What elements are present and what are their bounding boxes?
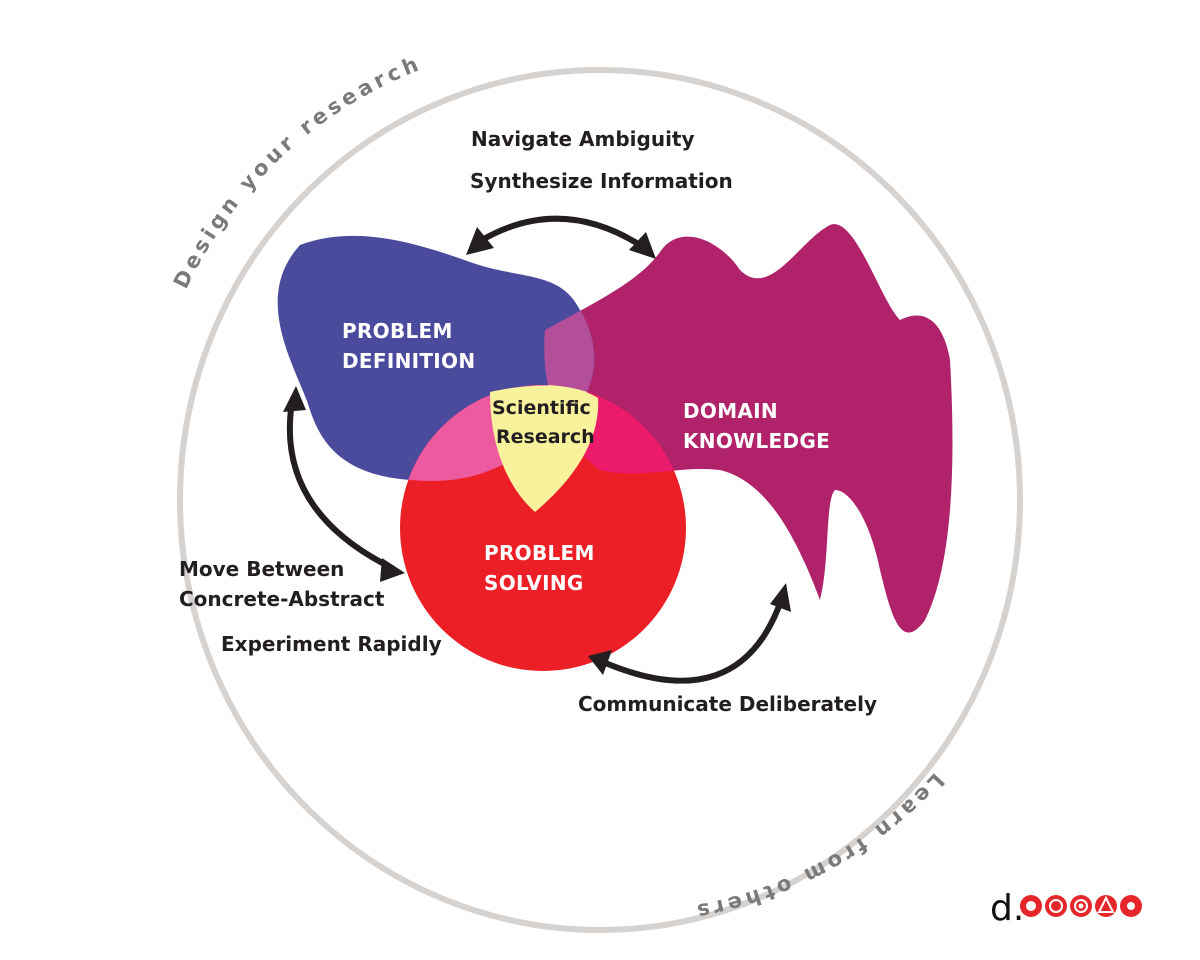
logo-mark-2: [1045, 895, 1067, 917]
d-school-logo: d.: [990, 888, 1142, 929]
scientific-research-shape: [490, 385, 599, 512]
skill-move-between: Move Between: [179, 557, 344, 581]
scientific-research-label-2: Research: [496, 426, 595, 448]
scientific-research-label-1: Scientific: [492, 397, 591, 419]
problem-solving-label-2: SOLVING: [484, 571, 584, 595]
skill-experiment-rapidly: Experiment Rapidly: [221, 632, 442, 656]
problem-solving-label-1: PROBLEM: [484, 541, 595, 565]
domain-knowledge-shape: [544, 224, 953, 633]
domain-knowledge-label-1: DOMAIN: [683, 399, 778, 423]
bottom-arc-group: Learn from others: [691, 769, 949, 925]
problem-definition-label-1: PROBLEM: [342, 319, 453, 343]
skill-concrete-abstract: Concrete-Abstract: [179, 587, 385, 611]
outer-ring: [177, 67, 1023, 933]
domain-knowledge-label-2: KNOWLEDGE: [683, 429, 830, 453]
logo-letter: d.: [990, 888, 1024, 929]
overlap-pd-ps: [400, 385, 595, 481]
skill-navigate-ambiguity: Navigate Ambiguity: [471, 127, 695, 151]
arrow-top: [466, 215, 656, 259]
skill-communicate-deliberately: Communicate Deliberately: [578, 692, 877, 716]
skill-synthesize-information: Synthesize Information: [470, 169, 733, 193]
problem-definition-label-2: DEFINITION: [342, 349, 475, 373]
arrow-left: [283, 386, 405, 582]
arrow-bottom: [588, 583, 791, 684]
bottom-arc-text-path: Learn from others: [691, 769, 949, 925]
